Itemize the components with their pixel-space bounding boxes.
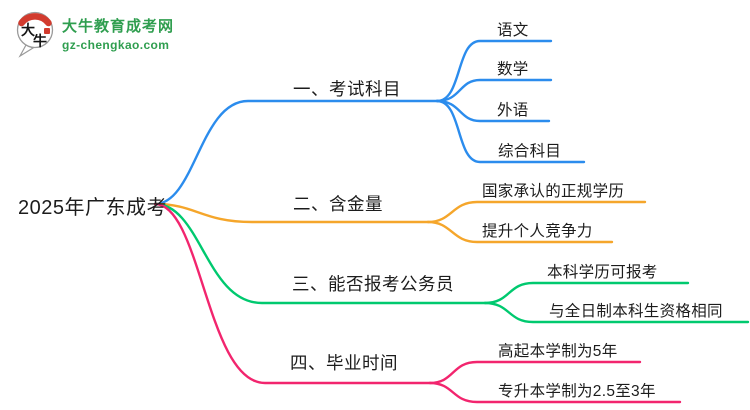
root-node[interactable]: 2025年广东成考 [18,197,167,219]
subtopic-node[interactable]: 语文 [497,22,529,39]
branch1-child3-line [435,99,551,123]
branch1-child1-line [435,39,553,103]
brand-text: 大牛教育成考网 gz-chengkao.com [62,9,174,51]
subtopic-node[interactable]: 数学 [497,61,529,78]
topic-node-graduation-time[interactable]: 四、毕业时间 [290,353,398,373]
subtopic-node[interactable]: 专升本学制为2.5至3年 [498,383,656,400]
site-logo[interactable]: 大 牛 大牛教育成考网 gz-chengkao.com [14,9,174,59]
logo-seal-stamp [44,28,50,34]
branch2-line [153,202,430,224]
logo-red-arc [18,13,52,27]
subtopic-node[interactable]: 国家承认的正规学历 [482,183,625,200]
site-name: 大牛教育成考网 [62,18,175,35]
subtopic-node[interactable]: 提升个人竞争力 [482,223,593,240]
subtopic-node[interactable]: 高起本学制为5年 [498,343,618,360]
subtopic-node[interactable]: 综合科目 [498,143,562,160]
logo-char-1: 大 [21,22,35,39]
topic-node-civil-service[interactable]: 三、能否报考公务员 [292,274,454,294]
topic-node-exam-subjects[interactable]: 一、考试科目 [293,79,401,99]
site-domain[interactable]: gz-chengkao.com [62,38,170,52]
branch1-line [153,99,439,206]
subtopic-node[interactable]: 本科学历可报考 [547,264,658,281]
topic-node-value[interactable]: 二、含金量 [293,194,383,214]
daniu-logo-icon: 大 牛 [16,11,54,58]
logo-char-2: 牛 [33,33,47,50]
subtopic-node[interactable]: 与全日制本科生资格相同 [549,303,723,320]
subtopic-node[interactable]: 外语 [497,102,529,119]
branch1-child2-line [435,78,553,103]
